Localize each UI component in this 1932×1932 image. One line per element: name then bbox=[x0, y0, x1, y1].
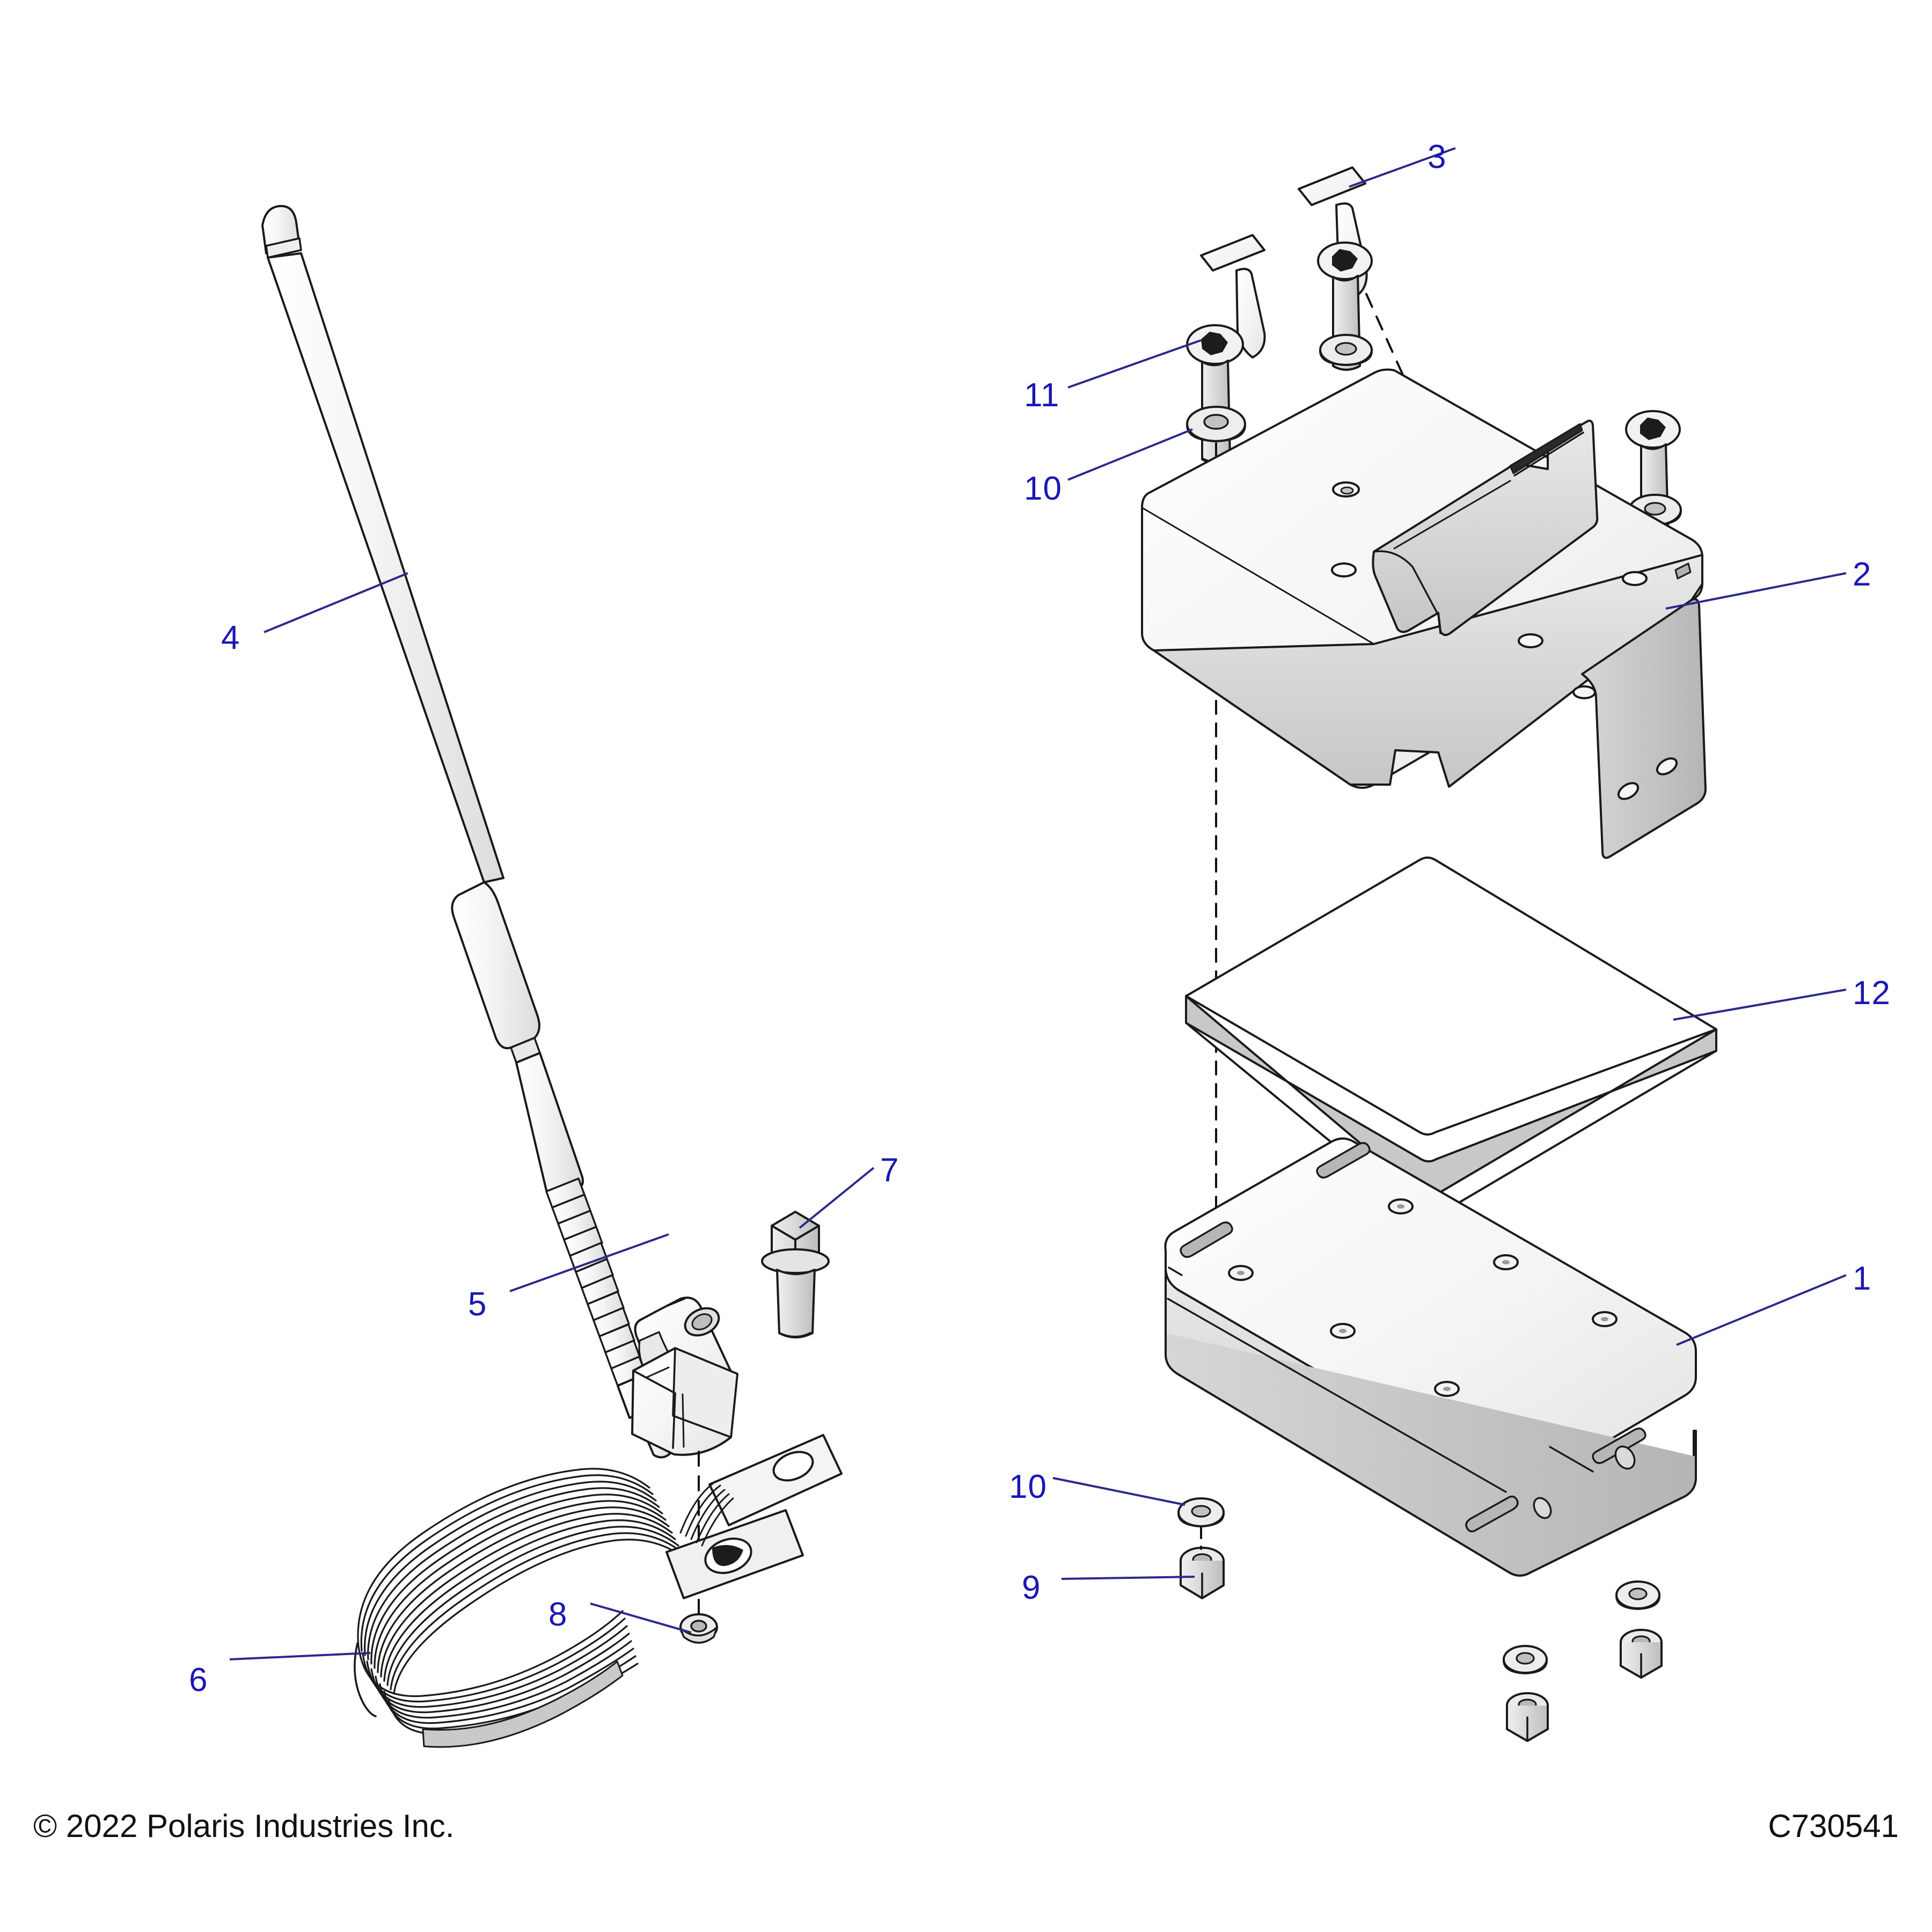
callout-2[interactable]: 2 bbox=[1853, 556, 1872, 593]
leader-lines bbox=[229, 147, 1847, 1660]
callout-10-upper[interactable]: 10 bbox=[1024, 470, 1062, 507]
callout-9[interactable]: 9 bbox=[1022, 1569, 1041, 1606]
callout-12[interactable]: 12 bbox=[1853, 975, 1891, 1012]
control-module-art bbox=[1164, 1137, 1697, 1577]
callout-4[interactable]: 4 bbox=[221, 619, 240, 656]
callout-5[interactable]: 5 bbox=[468, 1286, 487, 1323]
callout-7[interactable]: 7 bbox=[880, 1152, 899, 1189]
callout-10-lower[interactable]: 10 bbox=[1009, 1468, 1047, 1505]
antenna-base-mount-art bbox=[631, 1297, 738, 1456]
callout-11[interactable]: 11 bbox=[1024, 377, 1060, 414]
diagram-code: C730541 bbox=[1768, 1808, 1899, 1844]
callout-1[interactable]: 1 bbox=[1853, 1260, 1872, 1297]
ground-strap-art bbox=[354, 1434, 843, 1748]
copyright-notice: © 2022 Polaris Industries Inc. bbox=[33, 1808, 455, 1844]
lock-washer-art bbox=[679, 1613, 718, 1644]
callout-6[interactable]: 6 bbox=[189, 1662, 208, 1699]
antenna-mast-art bbox=[261, 204, 671, 1459]
callout-3[interactable]: 3 bbox=[1428, 138, 1447, 175]
mounting-bracket-art bbox=[1141, 368, 1707, 859]
isolator-pad-art bbox=[1185, 857, 1717, 1219]
callout-8[interactable]: 8 bbox=[548, 1596, 568, 1633]
hex-flange-bolt-art bbox=[761, 1211, 830, 1338]
nut-washer-art-lower bbox=[1177, 1497, 1663, 1742]
